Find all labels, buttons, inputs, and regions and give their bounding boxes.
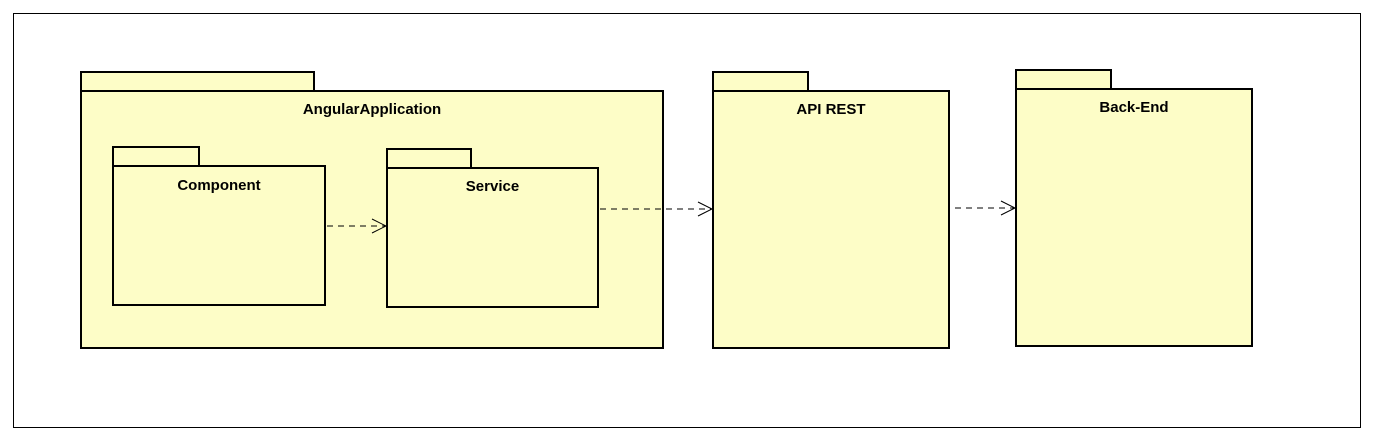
- component-package: Component: [112, 165, 326, 306]
- api-rest-package-tab: [712, 71, 809, 92]
- angular-application-package-tab: [80, 71, 315, 92]
- diagram-frame: [13, 13, 1361, 428]
- component-package-tab: [112, 146, 200, 167]
- back-end-package-tab: [1015, 69, 1112, 90]
- component-label: Component: [177, 177, 261, 194]
- back-end-label: Back-End: [1099, 99, 1169, 116]
- api-rest-package: API REST: [712, 90, 950, 349]
- service-label: Service: [465, 178, 520, 195]
- back-end-package: Back-End: [1015, 88, 1253, 347]
- service-package: Service: [386, 167, 599, 308]
- service-package-tab: [386, 148, 472, 169]
- api-rest-label: API REST: [796, 101, 866, 118]
- angular-application-label: AngularApplication: [302, 101, 442, 118]
